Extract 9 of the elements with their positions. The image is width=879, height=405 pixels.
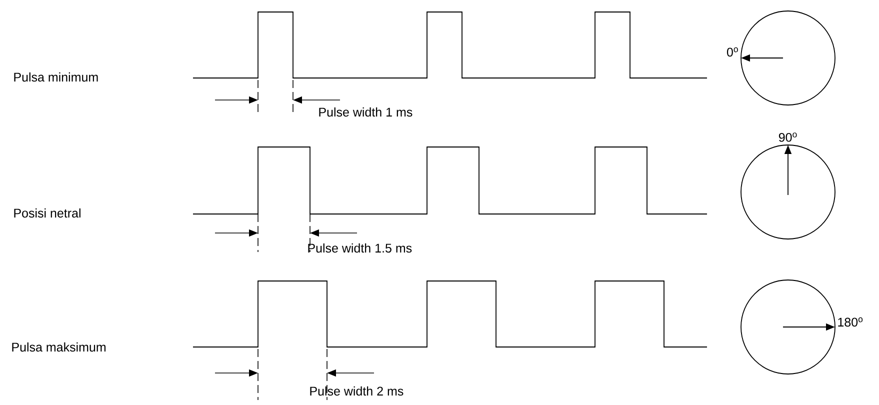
angle-label: 0$^{o}$ — [726, 47, 738, 57]
angle-label: 180$^{o}$ — [838, 317, 863, 327]
pulse-width-label: Pulse width 1 ms — [319, 107, 412, 117]
pulse-width-label: Pulse width 2 ms — [310, 386, 404, 396]
row-label: Pulsa maksimum — [12, 342, 106, 352]
row-label: Pulsa minimum — [14, 72, 98, 82]
angle-label: 90$^{o}$ — [778, 132, 797, 142]
row-label: Posisi netral — [14, 208, 80, 218]
pulse-width-label: Pulse width 1.5 ms — [308, 243, 412, 253]
